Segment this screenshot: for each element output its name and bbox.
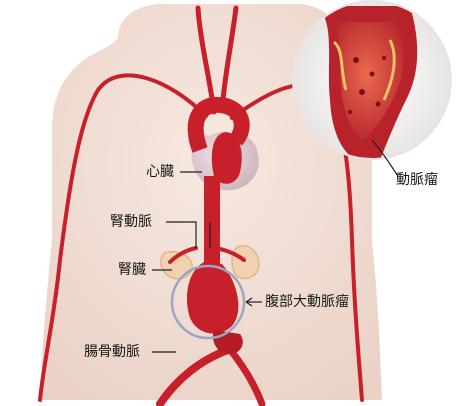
descending-aorta <box>204 176 220 266</box>
right-kidney <box>232 246 259 279</box>
label-heart: 心臓 <box>146 164 174 180</box>
label-iliac-artery: 腸骨動脈 <box>84 344 140 360</box>
label-aneurysm: 動脈瘤 <box>396 172 438 188</box>
zoom-lens <box>292 0 452 160</box>
label-aaa: 腹部大動脈瘤 <box>265 294 349 310</box>
label-renal-artery: 腎動脈 <box>110 214 152 230</box>
label-kidney: 腎臓 <box>118 262 146 278</box>
heart-root-vessel <box>212 132 242 184</box>
